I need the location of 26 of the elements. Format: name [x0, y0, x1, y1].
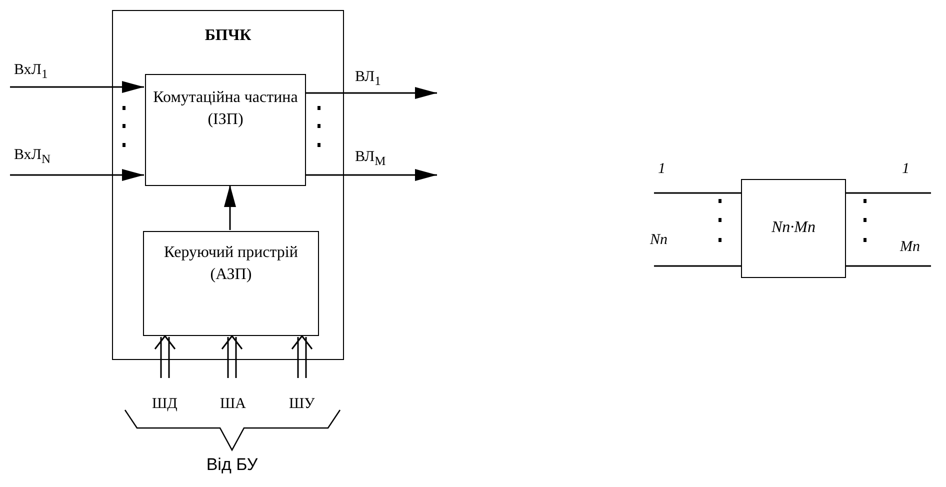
arrow — [221, 334, 243, 379]
arrow — [10, 169, 144, 181]
arrow — [10, 81, 144, 93]
arrow — [224, 185, 236, 230]
process-box — [143, 231, 319, 336]
edge-label: ШД — [152, 397, 178, 412]
arrow — [305, 169, 437, 181]
edge-label: ВЛ$_{M}$ — [355, 150, 386, 168]
block-label: Nn·Mn — [770, 218, 816, 238]
line — [846, 265, 931, 267]
arrow — [305, 87, 437, 99]
line — [654, 265, 741, 267]
block-frame — [112, 10, 344, 360]
edge-label: ВхЛ$_{1}$ — [14, 63, 48, 80]
source-label: Від БУ — [206, 455, 258, 475]
edge-label: ВЛ$_{1}$ — [355, 70, 381, 88]
line — [654, 192, 741, 194]
arrow — [291, 334, 313, 379]
edge-label: ВхЛ$_{N}$ — [14, 148, 51, 166]
process-box — [741, 179, 846, 278]
process-box — [145, 74, 306, 186]
block-label: Керуючий пристрій (АЗП) — [163, 243, 299, 286]
line — [846, 192, 931, 194]
block-label: Комутаційна частина (ІЗП) — [152, 88, 299, 130]
block-title: БПЧК — [204, 26, 252, 46]
arrow — [154, 334, 176, 379]
